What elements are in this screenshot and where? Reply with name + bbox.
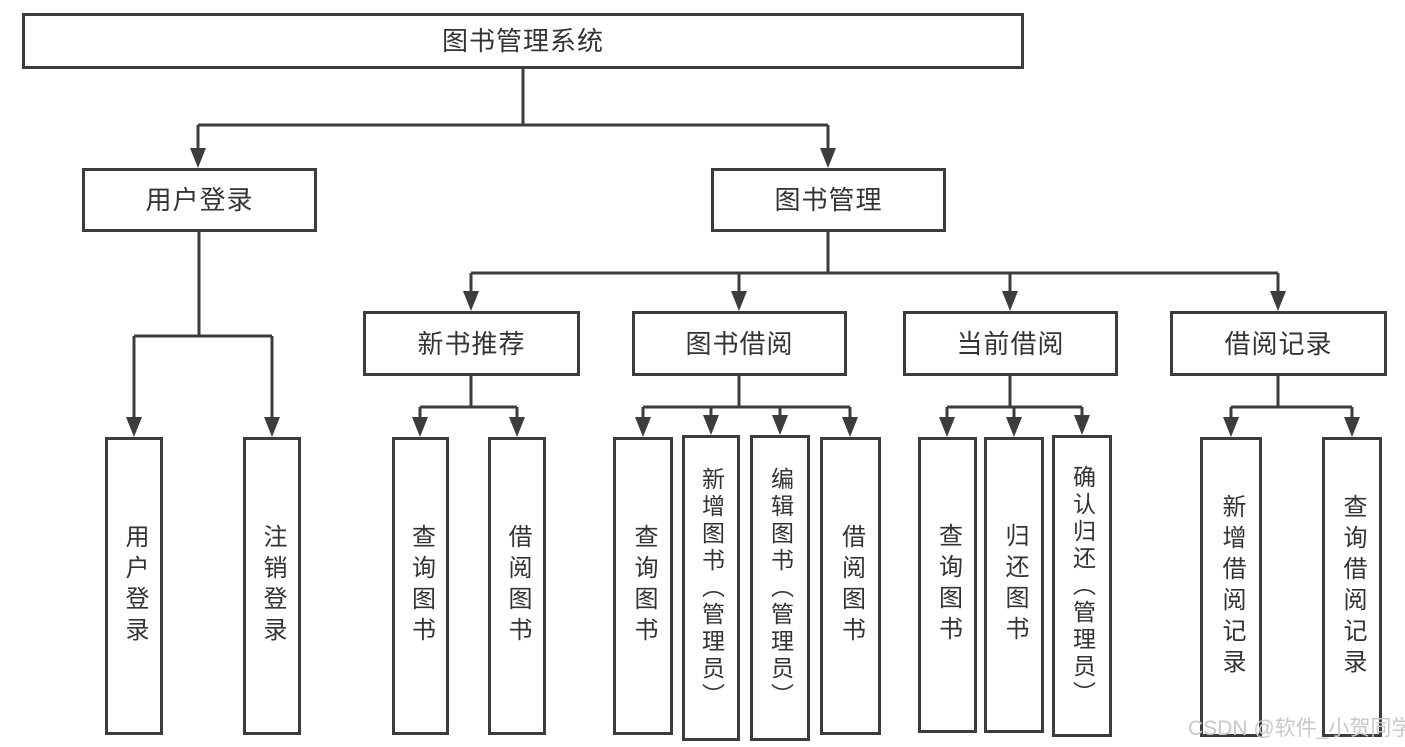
connector-book-borrow — [635, 376, 858, 437]
connector-line — [418, 376, 519, 419]
node-book-management: 图书管理 — [711, 168, 946, 232]
node-leaf-br-query: 查询借阅记录 — [1322, 437, 1382, 737]
connector-current-borrow — [939, 376, 1090, 437]
node-leaf-nb-query: 查询图书 — [392, 437, 449, 735]
node-leaf-cb-return: 归还图书 — [984, 437, 1044, 733]
node-leaf-br-add: 新增借阅记录 — [1200, 437, 1262, 737]
csdn-watermark: CSDN @软件_小贺同学 — [1188, 717, 1405, 740]
connector-line — [196, 69, 830, 150]
node-leaf-bb-add: 新增图书（管理员） — [682, 435, 740, 741]
node-leaf-user-login: 用户登录 — [105, 437, 163, 735]
node-book-borrow: 图书借阅 — [632, 311, 847, 376]
arrowheads — [939, 415, 1090, 437]
node-user-login: 用户登录 — [82, 168, 317, 232]
connector-line — [945, 376, 1084, 419]
node-borrow-records: 借阅记录 — [1170, 311, 1387, 376]
connector-user-login — [126, 232, 280, 437]
node-leaf-logout: 注销登录 — [243, 437, 301, 735]
connector-line — [641, 376, 852, 419]
connector-root-to-level2 — [190, 69, 836, 168]
connector-borrow-records — [1223, 376, 1360, 437]
arrowheads — [635, 415, 858, 437]
arrowheads — [126, 417, 280, 437]
node-leaf-bb-borrow: 借阅图书 — [820, 437, 881, 735]
node-leaf-nb-borrow: 借阅图书 — [488, 437, 546, 735]
node-leaf-cb-confirm: 确认归还（管理员） — [1052, 435, 1112, 737]
node-new-book-recommend: 新书推荐 — [363, 311, 580, 376]
connector-line — [469, 232, 1280, 293]
node-current-borrow: 当前借阅 — [903, 311, 1118, 376]
connector-book-management — [463, 232, 1286, 311]
arrowheads — [190, 148, 836, 168]
node-root: 图书管理系统 — [22, 13, 1024, 69]
connector-line — [1229, 376, 1354, 419]
arrowheads — [1223, 417, 1360, 437]
node-leaf-cb-query: 查询图书 — [918, 437, 977, 733]
node-leaf-bb-query: 查询图书 — [613, 437, 673, 735]
connector-line — [132, 232, 274, 419]
arrowheads — [463, 291, 1286, 311]
node-leaf-bb-edit: 编辑图书（管理员） — [750, 435, 810, 741]
connector-new-book-recommend — [412, 376, 525, 437]
arrowheads — [412, 417, 525, 437]
